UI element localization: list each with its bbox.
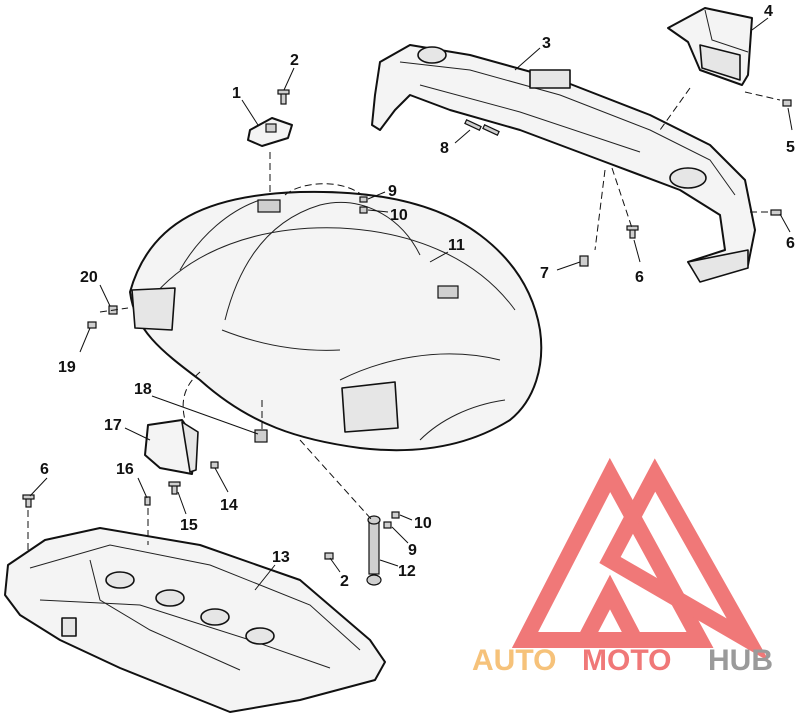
callout-16: 16 [116,461,134,478]
callout-9-top: 9 [388,183,397,200]
callout-1: 1 [232,85,241,102]
callout-18: 18 [134,381,152,398]
watermark-text-hub: HUB [708,644,773,677]
callout-10-top: 10 [390,207,408,224]
callout-2-top: 2 [290,52,299,69]
part-upper-rear-panel [371,44,756,283]
callout-13: 13 [272,549,290,566]
assembly-dashed-lines [27,87,781,550]
callout-5: 5 [786,139,795,156]
callout-15: 15 [180,517,198,534]
callout-12: 12 [398,563,416,580]
callout-7: 7 [540,265,549,282]
part-lamp-housing [144,419,199,475]
callout-19: 19 [58,359,76,376]
part-bracket [247,117,293,147]
callout-9-bottom: 9 [408,542,417,559]
part-rod [366,515,382,586]
part-rear-body-cover [129,190,543,452]
callout-4: 4 [764,3,773,20]
callout-14: 14 [220,497,238,514]
callout-6-left: 6 [40,461,49,478]
logo-triangle-icon [511,457,770,662]
part-lower-floor-pan [4,527,386,713]
watermark-logo: AUTO MOTO HUB [472,457,773,677]
callout-10-bottom: 10 [414,515,432,532]
callout-8: 8 [440,140,449,157]
callout-6-right: 6 [786,235,795,252]
callout-20: 20 [80,269,98,286]
callout-6-center: 6 [635,269,644,286]
callout-3: 3 [542,35,551,52]
callout-17: 17 [104,417,122,434]
callout-labels: 1 2 3 4 5 6 6 6 7 8 9 9 10 10 11 12 13 1… [40,3,795,590]
watermark-text-auto: AUTO [472,644,556,677]
leader-lines [29,17,793,591]
callout-2-bottom: 2 [340,573,349,590]
part-vent-duct [667,7,753,86]
watermark-text-moto: MOTO [582,644,671,677]
callout-11: 11 [448,237,465,254]
